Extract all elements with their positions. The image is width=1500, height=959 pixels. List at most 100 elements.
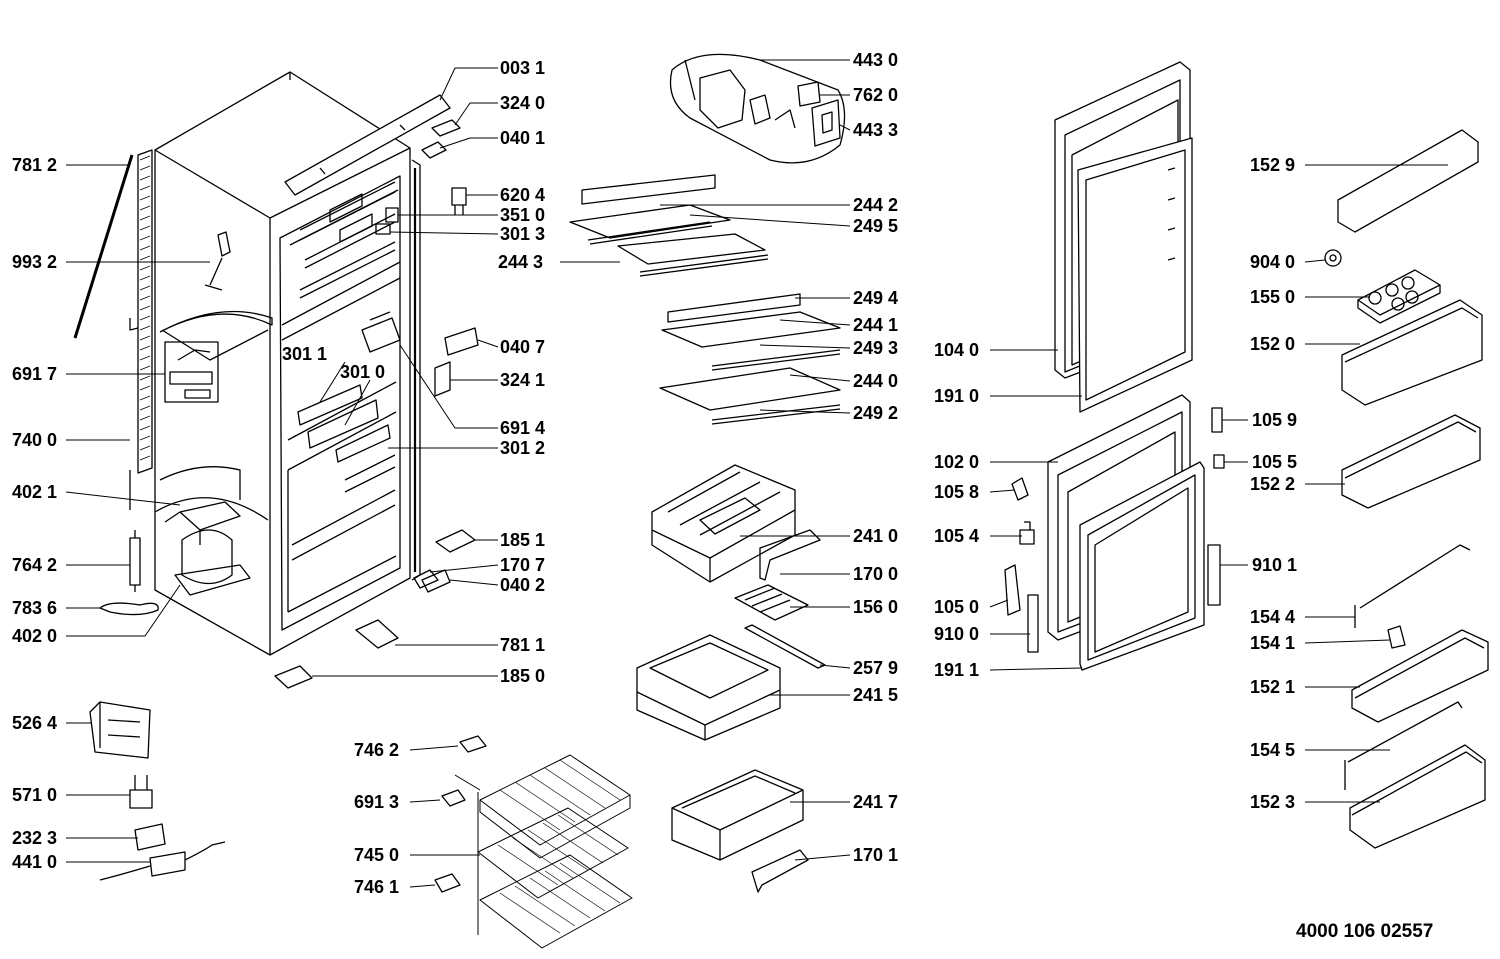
glass-shelves (569, 174, 841, 425)
door-bin-152-2 (1341, 414, 1481, 509)
part-040-2 (421, 569, 451, 593)
part-label: 154 1 (1250, 633, 1296, 653)
part-185-0 (274, 665, 313, 689)
part-label: 301 0 (340, 362, 386, 382)
part-label: 105 0 (934, 597, 980, 617)
part-label: 170 7 (500, 555, 546, 575)
part-label: 102 0 (934, 452, 980, 472)
bar-154-5 (1344, 701, 1463, 790)
bar-154-4 (1354, 544, 1471, 628)
part-label: 910 0 (934, 624, 980, 644)
part-label: 691 4 (500, 418, 546, 438)
part-label: 105 4 (934, 526, 980, 546)
part-label: 104 0 (934, 340, 980, 360)
ice-tray-156-0 (734, 584, 809, 621)
part-label: 443 3 (853, 120, 899, 140)
support-691-3 (441, 789, 466, 807)
part-105-5 (1213, 454, 1225, 469)
part-label: 402 0 (12, 626, 58, 646)
part-label: 040 1 (500, 128, 546, 148)
part-label: 904 0 (1250, 252, 1296, 272)
capillary-tube (99, 602, 159, 616)
part-label: 746 2 (354, 740, 400, 760)
wire-shelves (454, 754, 633, 949)
fridge-door-gasket (1079, 461, 1205, 671)
part-324-0 (431, 119, 461, 137)
part-label: 152 9 (1250, 155, 1296, 175)
drawer-241-0 (651, 464, 796, 583)
knob-904-0 (1324, 249, 1342, 267)
part-620-4 (451, 187, 467, 215)
support-746-1 (434, 873, 461, 893)
part-label: 910 1 (1252, 555, 1298, 575)
cable-441-0 (99, 841, 226, 881)
part-label: 324 1 (500, 370, 546, 390)
part-label: 170 0 (853, 564, 899, 584)
sensor-993-2 (204, 231, 231, 291)
part-label: 155 0 (1250, 287, 1296, 307)
compressor (164, 501, 251, 596)
part-label: 781 2 (12, 155, 58, 175)
part-910-0 (1027, 594, 1039, 653)
cover-170-1 (751, 849, 809, 893)
part-label: 443 0 (853, 50, 899, 70)
part-781-1 (355, 619, 399, 649)
part-label: 244 1 (853, 315, 899, 335)
clip-154-1 (1387, 625, 1406, 649)
part-label: 185 1 (500, 530, 546, 550)
part-label: 152 0 (1250, 334, 1296, 354)
part-label: 105 5 (1252, 452, 1298, 472)
part-label: 003 1 (500, 58, 546, 78)
part-label: 152 3 (1250, 792, 1296, 812)
part-label: 249 5 (853, 216, 899, 236)
leader-lines (65, 59, 1448, 888)
part-label: 244 3 (498, 252, 544, 272)
butter-cover-152-9 (1337, 129, 1479, 233)
document-number: 4000 106 02557 (1296, 921, 1434, 942)
part-910-1 (1207, 544, 1221, 606)
part-label: 691 7 (12, 364, 58, 384)
handle-105-0 (1004, 564, 1021, 616)
part-label: 301 3 (500, 224, 546, 244)
support-746-2 (459, 735, 487, 753)
part-label: 402 1 (12, 482, 58, 502)
part-label: 040 2 (500, 575, 546, 595)
part-label: 746 1 (354, 877, 400, 897)
panel-301-2 (335, 424, 391, 463)
part-label: 249 4 (853, 288, 899, 308)
part-label: 152 2 (1250, 474, 1296, 494)
part-label: 249 2 (853, 403, 899, 423)
part-label: 324 0 (500, 93, 546, 113)
part-label: 191 0 (934, 386, 980, 406)
part-label: 154 4 (1250, 607, 1296, 627)
filter-drier (129, 530, 141, 592)
part-301-3 (375, 223, 391, 235)
part-label: 764 2 (12, 555, 58, 575)
part-label: 154 5 (1250, 740, 1296, 760)
part-105-9 (1211, 407, 1223, 433)
part-label: 351 0 (500, 205, 546, 225)
part-label: 301 1 (282, 344, 328, 364)
part-label: 762 0 (853, 85, 899, 105)
part-label: 170 1 (853, 845, 899, 865)
control-panel-691-4 (361, 317, 401, 353)
part-label: 257 9 (853, 658, 899, 678)
part-185-1 (435, 529, 476, 553)
part-label: 156 0 (853, 597, 899, 617)
door-bin-152-3 (1349, 744, 1486, 849)
egg-tray-155-0 (1357, 269, 1441, 324)
part-label: 105 8 (934, 482, 980, 502)
part-label: 993 2 (12, 252, 58, 272)
part-105-8 (1011, 477, 1029, 501)
part-label: 783 6 (12, 598, 58, 618)
part-label: 241 5 (853, 685, 899, 705)
relay-571-0 (129, 775, 153, 809)
top-cover-strip (284, 94, 451, 196)
part-762-0 (797, 81, 821, 107)
part-label: 301 2 (500, 438, 546, 458)
part-label: 740 0 (12, 430, 58, 450)
part-label: 244 2 (853, 195, 899, 215)
part-label: 152 1 (1250, 677, 1296, 697)
part-label: 571 0 (12, 785, 58, 805)
